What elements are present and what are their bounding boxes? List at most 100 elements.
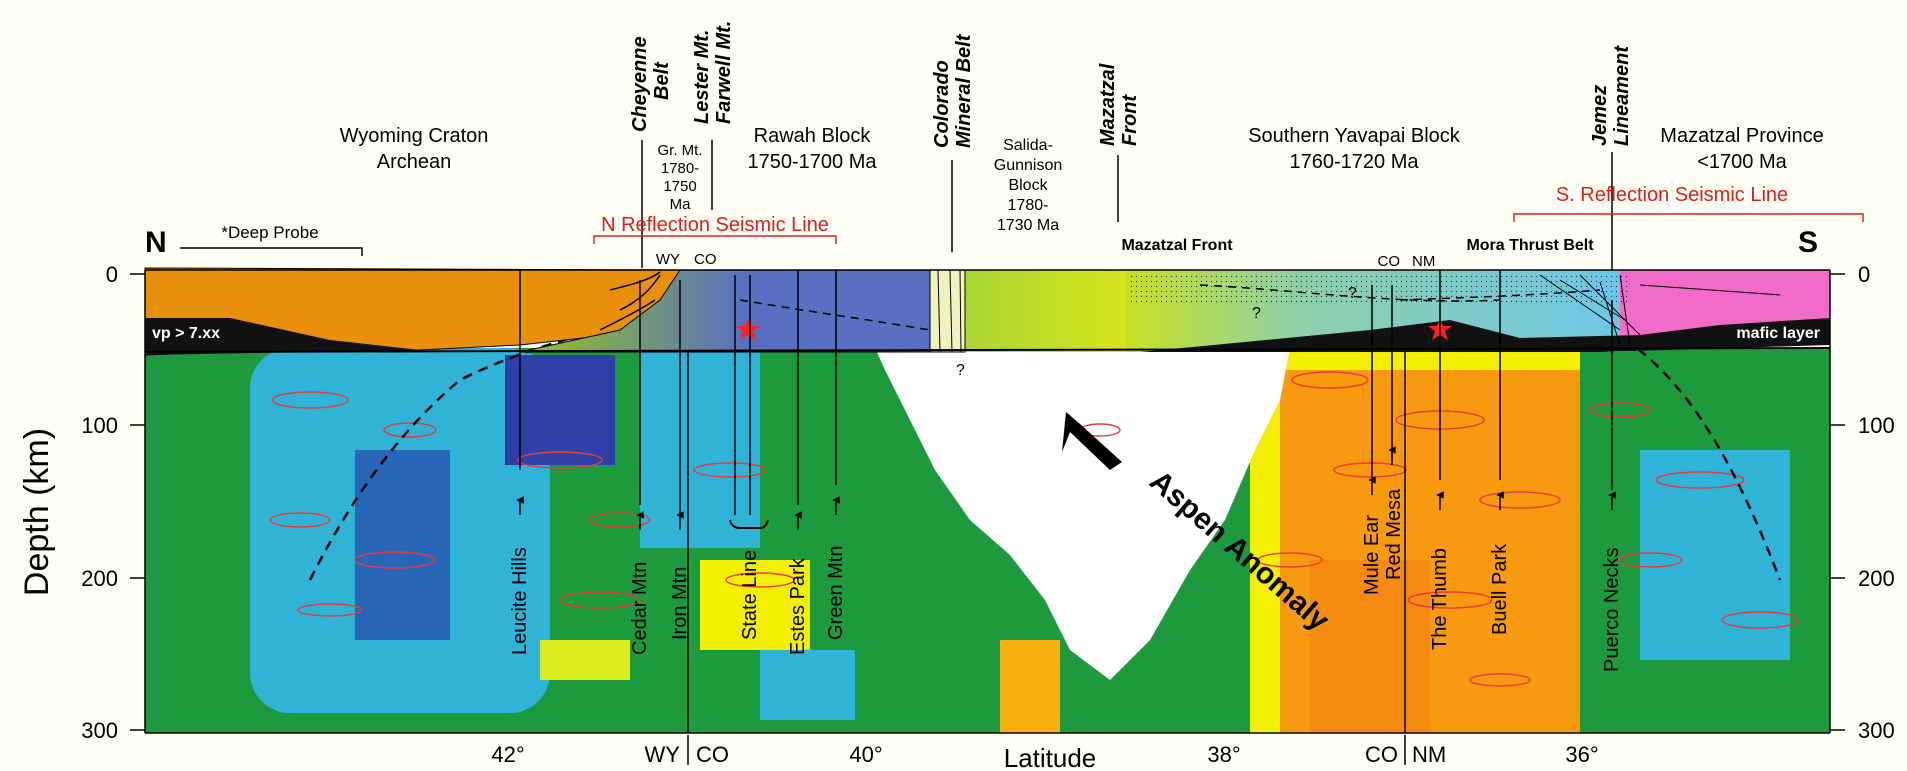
anomaly-arrow [1062,412,1122,470]
rawah-dashed-contact [739,299,931,331]
border-wy: WY [645,742,681,767]
colorado-mineral-belt-zone [929,269,966,353]
tomo-yellow-west-2 [700,560,810,650]
rawah-block-age: 1750-1700 Ma [748,151,878,173]
site-red-mesa: Red Mesa [1383,488,1405,580]
vp-label: vp > 7.xx [152,325,220,342]
site-green-mtn: Green Mtn [825,546,847,640]
aspen-anomaly-gap [875,348,1290,680]
colorado-mineral-belt-label-2: Mineral Belt [953,33,975,148]
jemez-label-2: Lineament [1611,45,1633,146]
salida-block-crust [930,270,1125,352]
crust-co2-label: CO [1378,253,1401,270]
site-iron-mtn: Iron Mtn [669,567,691,640]
green-mt-label-1: Gr. Mt. [658,142,703,159]
tomo-yellow-west-1 [540,640,630,680]
site-state-line: State Line [739,550,761,640]
tomo-blue-west [355,450,450,640]
star-north [736,318,760,340]
site-puerco-necks: Puerco Necks [1601,548,1623,673]
tomography-panel [145,318,1830,733]
tomo-orange-deep [1310,560,1430,733]
salida-label-2: Gunnison [994,157,1063,174]
site-cedar-mtn: Cedar Mtn [629,562,651,655]
salida-label-4: 1780- [1008,197,1049,214]
moho-line [144,347,1831,353]
mafic-layer-west [145,318,420,355]
n-seismic-line-label: N Reflection Seismic Line [601,214,829,236]
site-the-thumb: The Thumb [1429,548,1451,650]
question-mark-1: ? [1252,305,1261,322]
site-estes-park: Estes Park [787,557,809,655]
cheyenne-belt-label-2: Belt [651,61,673,100]
site-arrows [516,446,1616,530]
crust-nm-label: NM [1412,253,1435,270]
y-tick-300: 300 [81,718,118,743]
s-seismic-bracket [1513,213,1864,222]
x-tick-40: 40° [849,742,882,767]
salida-label-1: Salida- [1003,137,1053,154]
y-tick-right-0: 0 [1858,262,1870,287]
rawah-block-label: Rawah Block [754,125,872,147]
deep-probe-label: *Deep Probe [221,223,318,242]
tomo-cyan-low [760,650,855,720]
south-label: S [1798,226,1818,259]
crust-co-label: CO [694,251,717,268]
y-tick-right-300: 300 [1858,718,1895,743]
salida-label-3: Block [1008,177,1048,194]
mafic-layer-east [1140,318,1830,352]
site-mule-ear: Mule Ear [1361,515,1383,595]
n-seismic-bracket [593,235,837,244]
y-tick-right-200: 200 [1858,566,1895,591]
y-tick-200: 200 [81,566,118,591]
x-tick-36: 36° [1565,742,1598,767]
jemez-fault-cluster [1539,274,1781,346]
wyoming-craton-age: Archean [377,151,452,173]
jemez-label-1: Jemez [1589,85,1611,146]
question-mark-3: ? [956,362,965,379]
y-tick-right-100: 100 [1858,413,1895,438]
s-seismic-line-label: S. Reflection Seismic Line [1556,184,1788,206]
deep-probe-bracket [180,247,363,256]
border-nm: NM [1412,742,1446,767]
wyoming-craton-label: Wyoming Craton [340,125,489,147]
question-mark-2: ? [1348,285,1357,302]
border-co-south: CO [1365,742,1398,767]
seismic-contours [269,371,1799,687]
mazatzal-front-thrust-label: Mazatzal Front [1121,237,1233,254]
x-tick-38: 38° [1207,742,1240,767]
cheyenne-belt-label-1: Cheyenne [629,36,651,132]
y-tick-100: 100 [81,413,118,438]
y-axis-label: Depth (km) [18,428,56,596]
lithosphere-boundary-east [1609,328,1782,581]
mora-thrust-label: Mora Thrust Belt [1466,237,1594,254]
north-label: N [145,226,167,259]
green-mt-label-4: Ma [670,196,691,213]
mazatzal-province-age: <1700 Ma [1697,151,1787,173]
tomo-yellow-deep [1000,640,1060,733]
green-mt-label-2: 1780- [661,160,699,177]
wyoming-faults [599,271,661,331]
tomo-blue-core [505,355,615,465]
mafic-layer-label: mafic layer [1736,325,1820,342]
lester-label-2: Farwell Mt. [713,21,735,124]
lester-label-1: Lester Mt. [691,30,713,124]
salida-label-5: 1730 Ma [997,217,1059,234]
mazatzal-province-label: Mazatzal Province [1660,125,1823,147]
x-axis-label: Latitude [1004,743,1097,771]
colorado-mineral-belt-label-1: Colorado [931,60,953,148]
stippled-thrust-zone [1130,272,1630,304]
y-tick-0: 0 [106,262,118,287]
mazatzal-front-label-2: Front [1119,94,1141,146]
state-line-brace [729,519,769,529]
crust-section [144,140,1831,356]
xenolith-lines [519,270,1613,515]
yavapai-block-label: Southern Yavapai Block [1248,125,1461,147]
y-tick-marks [130,273,1845,731]
yavapai-block-age: 1760-1720 Ma [1290,151,1420,173]
crust-wy-label: WY [656,251,680,268]
site-leucite-hills: Leucite Hills [509,547,531,655]
green-mt-label-3: 1750 [663,178,696,195]
x-tick-42: 42° [491,742,524,767]
